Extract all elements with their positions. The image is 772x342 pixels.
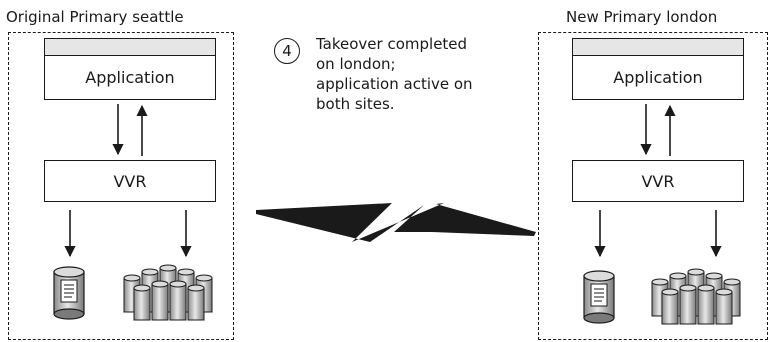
right-application-label: Application — [613, 67, 703, 87]
right-vvr-box: VVR — [572, 160, 744, 202]
right-data-volume-icon — [583, 270, 615, 324]
left-vvr-box: VVR — [44, 160, 216, 202]
left-application-label: Application — [85, 67, 175, 87]
left-data-volume-icon — [53, 266, 85, 320]
step-number-badge: 4 — [274, 38, 300, 64]
left-site-boundary — [8, 32, 234, 340]
right-site-title: New Primary london — [566, 8, 718, 26]
left-site-title: Original Primary seattle — [6, 8, 184, 26]
right-application-header-strip — [573, 39, 743, 56]
left-application-box: Application — [44, 38, 216, 100]
left-volume-group-icon — [123, 264, 213, 321]
network-link-icon — [256, 203, 536, 242]
right-volume-group-icon — [651, 268, 741, 325]
left-application-header-strip — [45, 39, 215, 56]
step-description: Takeover completed on london; applicatio… — [316, 35, 473, 113]
right-site-boundary — [538, 32, 768, 340]
right-application-box: Application — [572, 38, 744, 100]
